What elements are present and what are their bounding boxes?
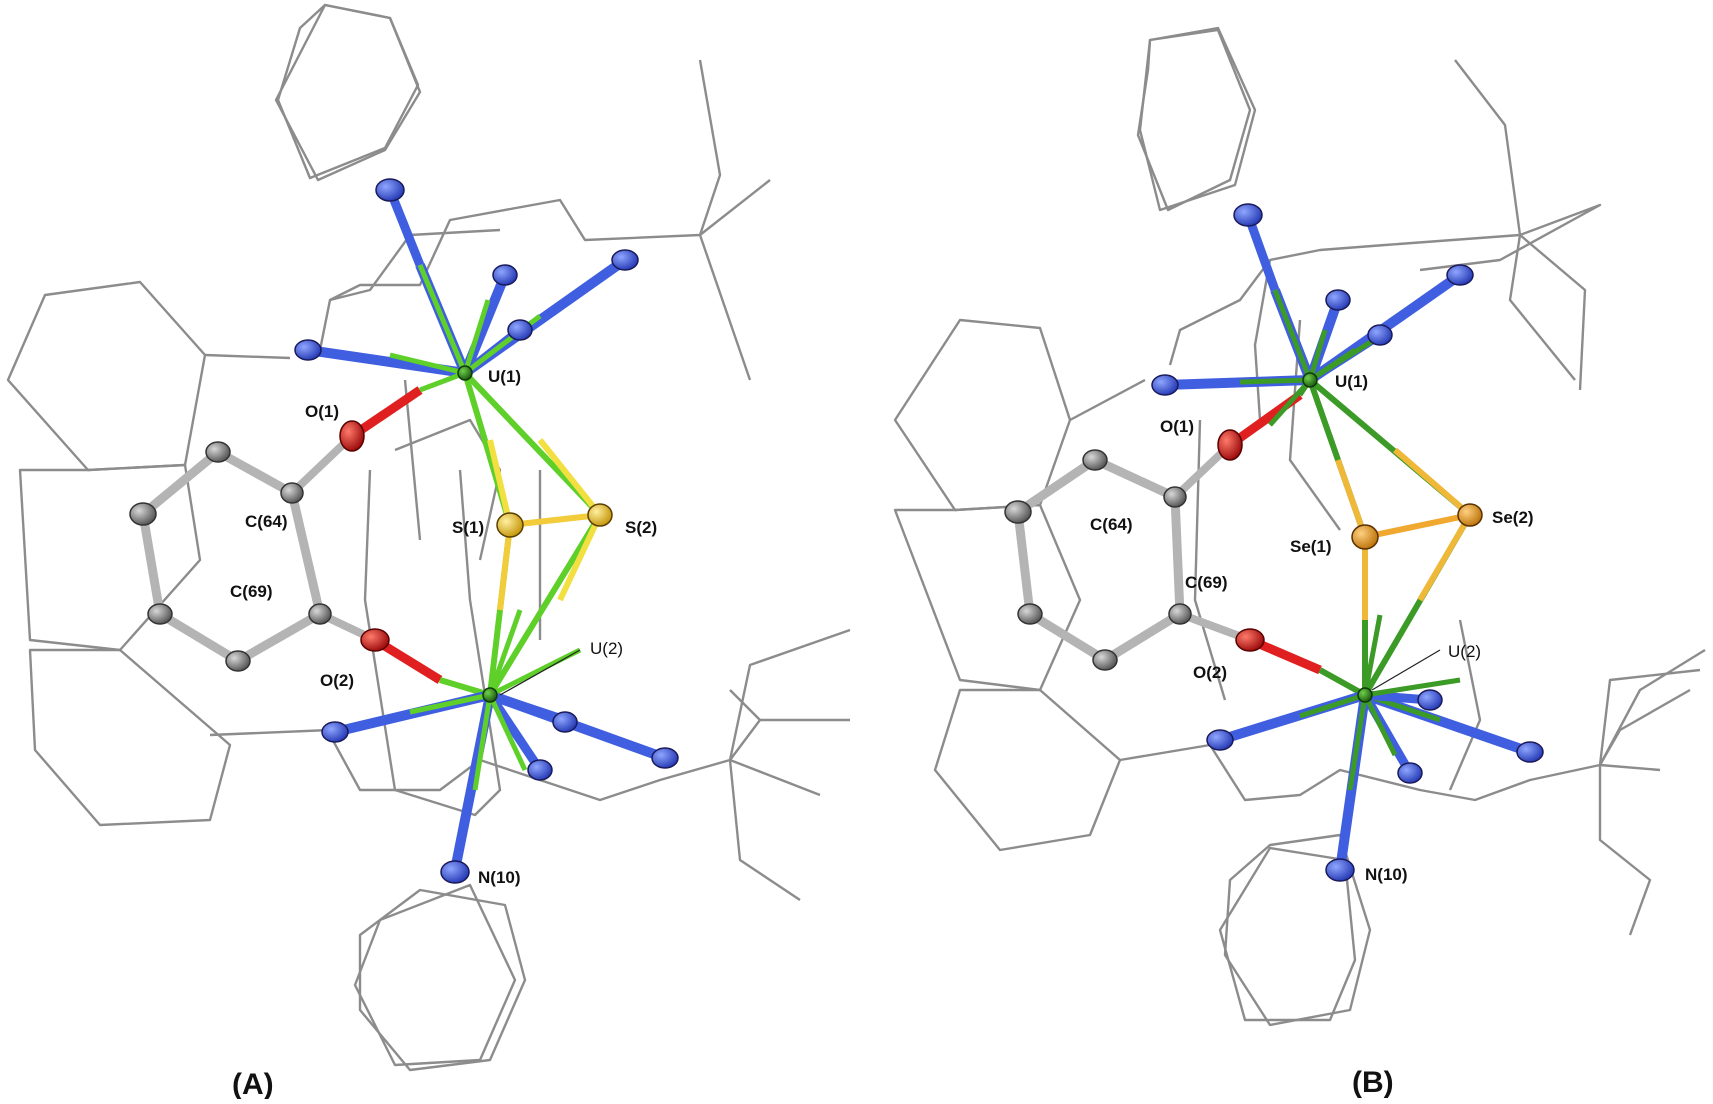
oxygen-atom-o2 bbox=[360, 628, 390, 652]
panel-caption-b: (B) bbox=[1352, 1066, 1394, 1099]
panel-a-labels: U(1) O(1) C(64) S(1) S(2) C(69) U(2) O(2… bbox=[230, 367, 657, 1101]
nitrogen-atom bbox=[1206, 729, 1234, 751]
label-o1: O(1) bbox=[305, 402, 339, 421]
carbon-atom-c64 bbox=[1163, 486, 1187, 508]
panel-b-atoms bbox=[1151, 203, 1544, 882]
label-c69: C(69) bbox=[230, 582, 273, 601]
nitrogen-atom bbox=[1151, 374, 1179, 396]
nitrogen-atom bbox=[1516, 741, 1544, 763]
panel-b: U(1) O(1) C(64) Se(1) Se(2) C(69) U(2) O… bbox=[893, 26, 1706, 1099]
oxygen-atom-o1 bbox=[1217, 429, 1243, 461]
nitrogen-atom bbox=[651, 747, 679, 769]
panel-a-catecholate bbox=[129, 386, 443, 684]
label-n10: N(10) bbox=[1365, 865, 1408, 884]
nitrogen-atom-n10 bbox=[440, 860, 470, 884]
oxygen-atom-o2 bbox=[1235, 628, 1265, 652]
carbon-atom bbox=[1004, 500, 1032, 524]
carbon-atom-c69 bbox=[308, 603, 332, 625]
panel-a: U(1) O(1) C(64) S(1) S(2) C(69) U(2) O(2… bbox=[6, 3, 851, 1101]
uranium-atom-u2 bbox=[1357, 687, 1373, 703]
label-x1: S(1) bbox=[452, 518, 484, 537]
nitrogen-atom bbox=[321, 721, 349, 743]
panel-b-bonds bbox=[1164, 213, 1532, 871]
oxygen-atom-o1 bbox=[339, 420, 365, 452]
panel-a-atoms bbox=[294, 178, 679, 884]
label-o1: O(1) bbox=[1160, 417, 1194, 436]
nitrogen-atom bbox=[492, 264, 518, 286]
carbon-atom bbox=[147, 603, 173, 625]
label-u2: U(2) bbox=[590, 639, 623, 658]
panel-b-labels: U(1) O(1) C(64) Se(1) Se(2) C(69) U(2) O… bbox=[1090, 372, 1534, 1099]
label-c69: C(69) bbox=[1185, 573, 1228, 592]
nitrogen-atom bbox=[1417, 689, 1443, 711]
nitrogen-atom bbox=[552, 711, 578, 733]
label-o2: O(2) bbox=[320, 671, 354, 690]
carbon-atom bbox=[225, 650, 251, 672]
carbon-atom-c64 bbox=[280, 482, 304, 504]
nitrogen-atom bbox=[375, 178, 405, 202]
chalcogen-atom-1 bbox=[1351, 524, 1379, 550]
nitrogen-atom bbox=[507, 319, 533, 341]
label-x1: Se(1) bbox=[1290, 537, 1332, 556]
nitrogen-atom bbox=[1233, 203, 1263, 227]
panel-a-framework bbox=[6, 3, 851, 1072]
nitrogen-atom bbox=[1397, 762, 1423, 784]
panel-a-bonds bbox=[307, 188, 667, 871]
label-n10: N(10) bbox=[478, 868, 521, 887]
nitrogen-atom bbox=[1446, 264, 1474, 286]
chalcogen-atom-1 bbox=[496, 512, 524, 538]
carbon-atom-c69 bbox=[1168, 603, 1192, 625]
label-c64: C(64) bbox=[245, 512, 288, 531]
label-x2: S(2) bbox=[625, 518, 657, 537]
nitrogen-atom bbox=[1367, 324, 1393, 346]
nitrogen-atom-n10 bbox=[1325, 858, 1355, 882]
label-u2: U(2) bbox=[1448, 642, 1481, 661]
nitrogen-atom bbox=[527, 759, 553, 781]
nitrogen-atom bbox=[1325, 289, 1351, 311]
label-x2: Se(2) bbox=[1492, 508, 1534, 527]
nitrogen-atom bbox=[294, 339, 322, 361]
label-u1: U(1) bbox=[1335, 372, 1368, 391]
carbon-atom bbox=[1017, 603, 1043, 625]
carbon-atom bbox=[1082, 449, 1108, 471]
label-o2: O(2) bbox=[1193, 663, 1227, 682]
uranium-atom-u1 bbox=[1302, 372, 1318, 388]
carbon-atom bbox=[205, 441, 231, 463]
panel-caption-a: (A) bbox=[232, 1068, 274, 1099]
label-c64: C(64) bbox=[1090, 515, 1133, 534]
uranium-atom-u1 bbox=[457, 365, 473, 381]
uranium-atom-u2 bbox=[482, 687, 498, 703]
carbon-atom bbox=[1092, 649, 1118, 671]
panel-b-framework bbox=[893, 26, 1706, 1027]
chalcogen-atom-2 bbox=[1457, 503, 1483, 527]
nitrogen-atom bbox=[611, 249, 639, 271]
panel-b-catecholate bbox=[1004, 391, 1322, 675]
carbon-atom bbox=[129, 502, 157, 526]
chalcogen-atom-2 bbox=[587, 503, 613, 527]
label-u1: U(1) bbox=[488, 367, 521, 386]
